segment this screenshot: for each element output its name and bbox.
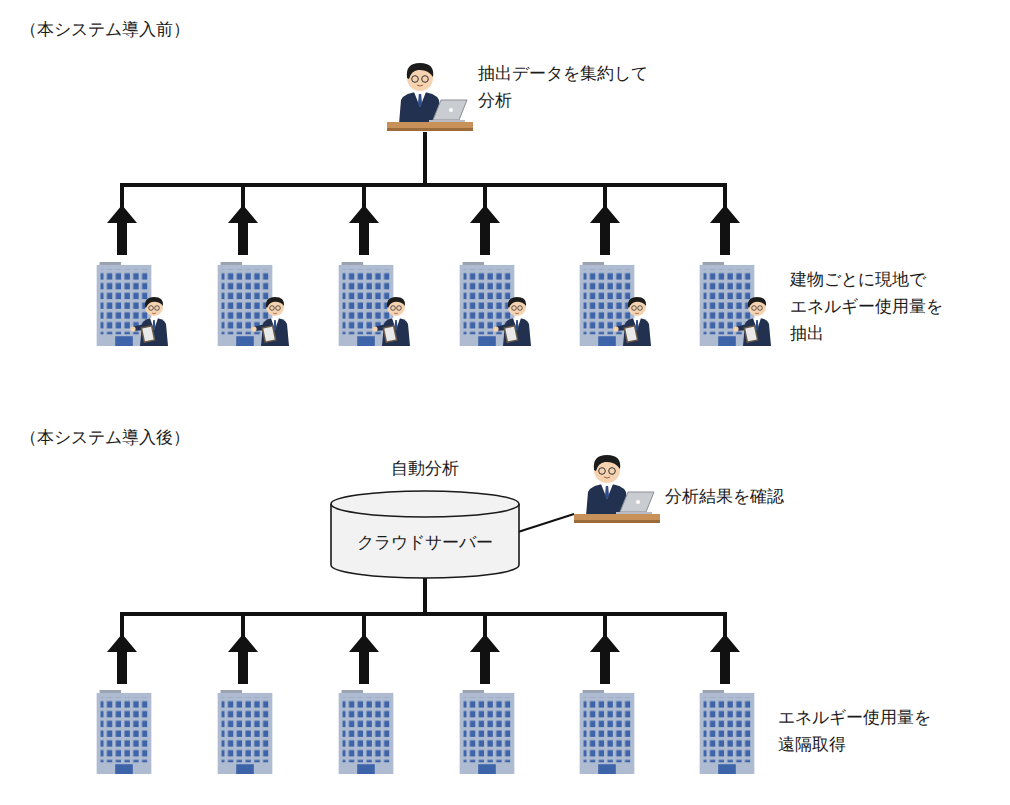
tree-wire xyxy=(120,132,727,210)
server-heading: 自動分析 xyxy=(330,456,520,480)
section-heading: （本システム導入後） xyxy=(20,424,190,451)
note-text: エネルギー使用量を 遠隔取得 xyxy=(778,704,931,758)
server-label: クラウドサーバー xyxy=(330,530,520,554)
tree-wire xyxy=(120,578,727,640)
note-text: 建物ごとに現地で エネルギー使用量を 抽出 xyxy=(790,266,943,347)
up-arrows xyxy=(107,205,740,255)
note-text: 抽出データを集約して 分析 xyxy=(478,60,648,114)
section-heading: （本システム導入前） xyxy=(20,16,190,43)
link-line xyxy=(518,514,574,532)
server-cylinder: 自動分析クラウドサーバー xyxy=(330,490,520,580)
analyst-icon xyxy=(387,63,473,131)
note-text: 分析結果を確認 xyxy=(665,483,784,510)
up-arrows xyxy=(107,634,740,684)
buildings xyxy=(97,690,755,774)
analyst-icon xyxy=(574,455,660,523)
cylinder-top xyxy=(331,491,519,517)
site-workers xyxy=(130,297,771,346)
buildings xyxy=(97,262,755,346)
